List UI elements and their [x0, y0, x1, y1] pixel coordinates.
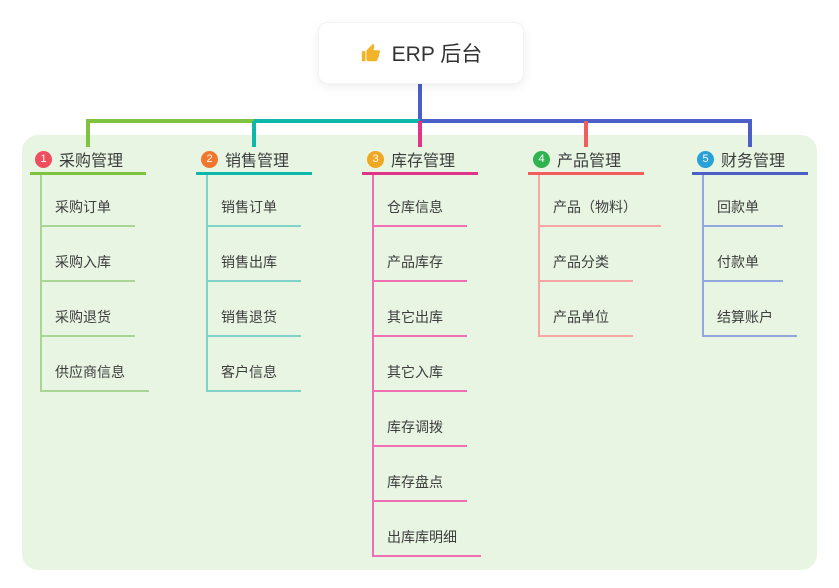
child-node: 采购订单: [42, 175, 149, 227]
thumbs-up-icon: [360, 42, 382, 64]
child-node: 产品单位: [540, 282, 661, 337]
child-label[interactable]: 出库库明细: [374, 527, 481, 557]
child-node: 付款单: [704, 227, 797, 282]
child-node: 销售退货: [208, 282, 301, 337]
connector-drop: [86, 121, 90, 147]
child-label[interactable]: 付款单: [704, 252, 783, 282]
child-node: 出库库明细: [374, 502, 481, 557]
child-label[interactable]: 供应商信息: [42, 362, 149, 392]
child-label[interactable]: 采购入库: [42, 252, 135, 282]
child-label[interactable]: 销售退货: [208, 307, 301, 337]
connector-drop: [584, 121, 588, 147]
child-node: 采购入库: [42, 227, 149, 282]
child-node: 结算账户: [704, 282, 797, 337]
child-label[interactable]: 销售出库: [208, 252, 301, 282]
branch-number-badge: 3: [367, 150, 384, 168]
child-node: 销售订单: [208, 175, 301, 227]
branch-label: 采购管理: [59, 153, 124, 170]
child-node: 采购退货: [42, 282, 149, 337]
branch-5: 5 财务管理回款单付款单结算账户: [692, 146, 808, 337]
child-node: 其它出库: [374, 282, 481, 337]
branch-node-header[interactable]: 5 财务管理: [692, 146, 808, 175]
child-node: 仓库信息: [374, 175, 481, 227]
child-label[interactable]: 库存盘点: [374, 472, 467, 502]
branch-3: 3 库存管理仓库信息产品库存其它出库其它入库库存调拨库存盘点出库库明细: [362, 146, 481, 557]
child-label[interactable]: 仓库信息: [374, 197, 467, 227]
connector-stem: [418, 82, 422, 121]
connector-drop: [252, 121, 256, 147]
child-label[interactable]: 回款单: [704, 197, 783, 227]
branch-label: 销售管理: [225, 153, 290, 170]
branch-4: 4 产品管理产品（物料） 产品分类产品单位: [528, 146, 661, 337]
child-node: 产品分类: [540, 227, 661, 282]
child-node: 其它入库: [374, 337, 481, 392]
children-group: 产品（物料） 产品分类产品单位: [538, 175, 661, 337]
branch-number-badge: 1: [35, 150, 52, 168]
thumbs-up-path: [361, 43, 380, 62]
child-label[interactable]: 结算账户: [704, 307, 797, 337]
root-label: ERP 后台: [391, 43, 483, 66]
child-node: 客户信息: [208, 337, 301, 392]
branch-node-header[interactable]: 4 产品管理: [528, 146, 644, 175]
branch-1: 1 采购管理采购订单采购入库采购退货供应商信息: [30, 146, 149, 392]
branch-node-header[interactable]: 3 库存管理: [362, 146, 478, 175]
children-group: 回款单付款单结算账户: [702, 175, 797, 337]
child-label[interactable]: 产品单位: [540, 307, 633, 337]
child-label[interactable]: 销售订单: [208, 197, 301, 227]
child-label[interactable]: 采购退货: [42, 307, 135, 337]
connector-drop: [418, 121, 422, 147]
child-label[interactable]: 库存调拨: [374, 417, 467, 447]
connector-bus-segment: [254, 119, 420, 123]
connector-drop: [748, 121, 752, 147]
child-node: 库存调拨: [374, 392, 481, 447]
child-node: 产品库存: [374, 227, 481, 282]
root-node[interactable]: ERP 后台: [318, 22, 524, 84]
branch-number-badge: 5: [697, 150, 714, 168]
child-label[interactable]: 其它入库: [374, 362, 467, 392]
children-group: 销售订单销售出库销售退货客户信息: [206, 175, 301, 392]
child-label[interactable]: 产品分类: [540, 252, 633, 282]
child-node: 销售出库: [208, 227, 301, 282]
connector-bus-segment: [86, 119, 254, 123]
children-group: 仓库信息产品库存其它出库其它入库库存调拨库存盘点出库库明细: [372, 175, 481, 557]
child-label[interactable]: 其它出库: [374, 307, 467, 337]
child-label[interactable]: 产品库存: [374, 252, 467, 282]
mindmap-panel: [22, 135, 817, 570]
branch-label: 库存管理: [391, 153, 456, 170]
branch-label: 财务管理: [721, 153, 786, 170]
child-label[interactable]: 采购订单: [42, 197, 135, 227]
branch-node-header[interactable]: 1 采购管理: [30, 146, 146, 175]
child-node: 回款单: [704, 175, 797, 227]
branch-2: 2 销售管理销售订单销售出库销售退货客户信息: [196, 146, 312, 392]
child-node: 产品（物料）: [540, 175, 661, 227]
child-node: 供应商信息: [42, 337, 149, 392]
child-node: 库存盘点: [374, 447, 481, 502]
child-label[interactable]: 产品（物料）: [540, 197, 661, 227]
branch-node-header[interactable]: 2 销售管理: [196, 146, 312, 175]
child-label[interactable]: 客户信息: [208, 362, 301, 392]
branch-number-badge: 2: [201, 150, 218, 168]
branch-number-badge: 4: [533, 150, 550, 168]
branch-label: 产品管理: [557, 153, 622, 170]
children-group: 采购订单采购入库采购退货供应商信息: [40, 175, 149, 392]
